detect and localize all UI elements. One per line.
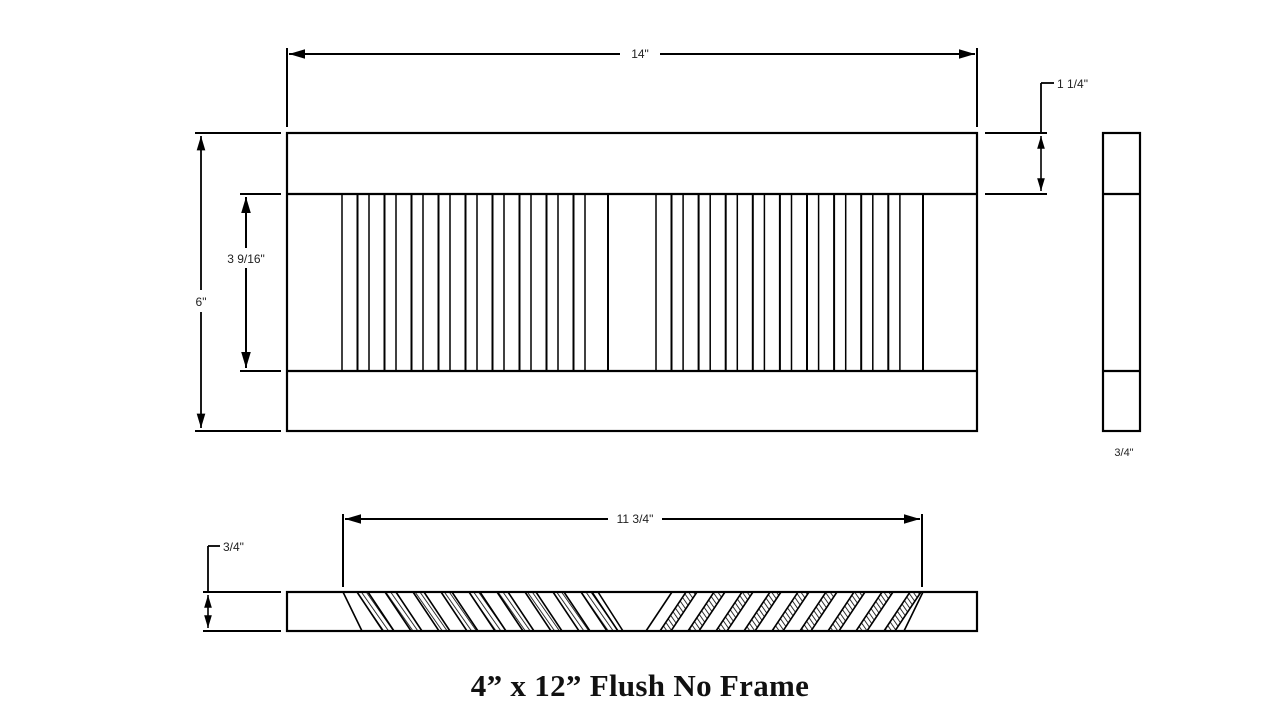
label-opening-height: 3 9/16" <box>227 252 265 266</box>
drawing-title: 4” x 12” Flush No Frame <box>470 668 810 703</box>
section-edge-line <box>903 591 924 632</box>
section-louver-slat <box>714 591 755 632</box>
section-louver-slat <box>658 591 699 632</box>
dimension-overall-height <box>195 132 281 432</box>
section-louver-slat <box>882 591 923 632</box>
section-louver-slat <box>355 591 396 632</box>
section-edge-line <box>342 591 363 632</box>
dimension-opening-height <box>240 193 281 372</box>
section-view <box>285 590 979 633</box>
section-louver-slat <box>411 591 452 632</box>
section-louver-slat <box>383 591 424 632</box>
section-louver-slat <box>854 591 895 632</box>
louver-group-right <box>655 194 924 371</box>
louver-group-left <box>341 194 609 371</box>
section-louver-slat <box>826 591 867 632</box>
label-side-thickness: 3/4" <box>1114 447 1133 459</box>
dimension-overall-width <box>286 48 978 127</box>
section-edge-line <box>645 591 673 632</box>
section-louver-slat <box>798 591 839 632</box>
section-louver-slat <box>439 591 480 632</box>
section-edge-line <box>597 591 624 632</box>
section-louver-slat <box>742 591 783 632</box>
front-outline <box>285 131 979 433</box>
label-section-thickness: 3/4" <box>223 540 244 554</box>
label-rail-height: 1 1/4" <box>1057 77 1088 91</box>
section-louver-slat <box>551 591 592 632</box>
section-louver-slat <box>467 591 508 632</box>
section-louver-slat <box>770 591 811 632</box>
section-louver-slat <box>495 591 536 632</box>
label-overall-width: 14" <box>631 47 649 61</box>
dimension-rail-height <box>985 82 1054 195</box>
section-louver-slat <box>686 591 727 632</box>
side-view <box>1101 131 1142 433</box>
dimension-section-thickness <box>203 545 281 632</box>
section-louver-slat <box>579 591 620 632</box>
dimension-louver-span <box>342 514 923 587</box>
label-louver-span: 11 3/4" <box>617 512 654 526</box>
label-overall-height: 6" <box>196 295 207 309</box>
front-view <box>285 131 979 433</box>
section-louver-slat <box>523 591 564 632</box>
